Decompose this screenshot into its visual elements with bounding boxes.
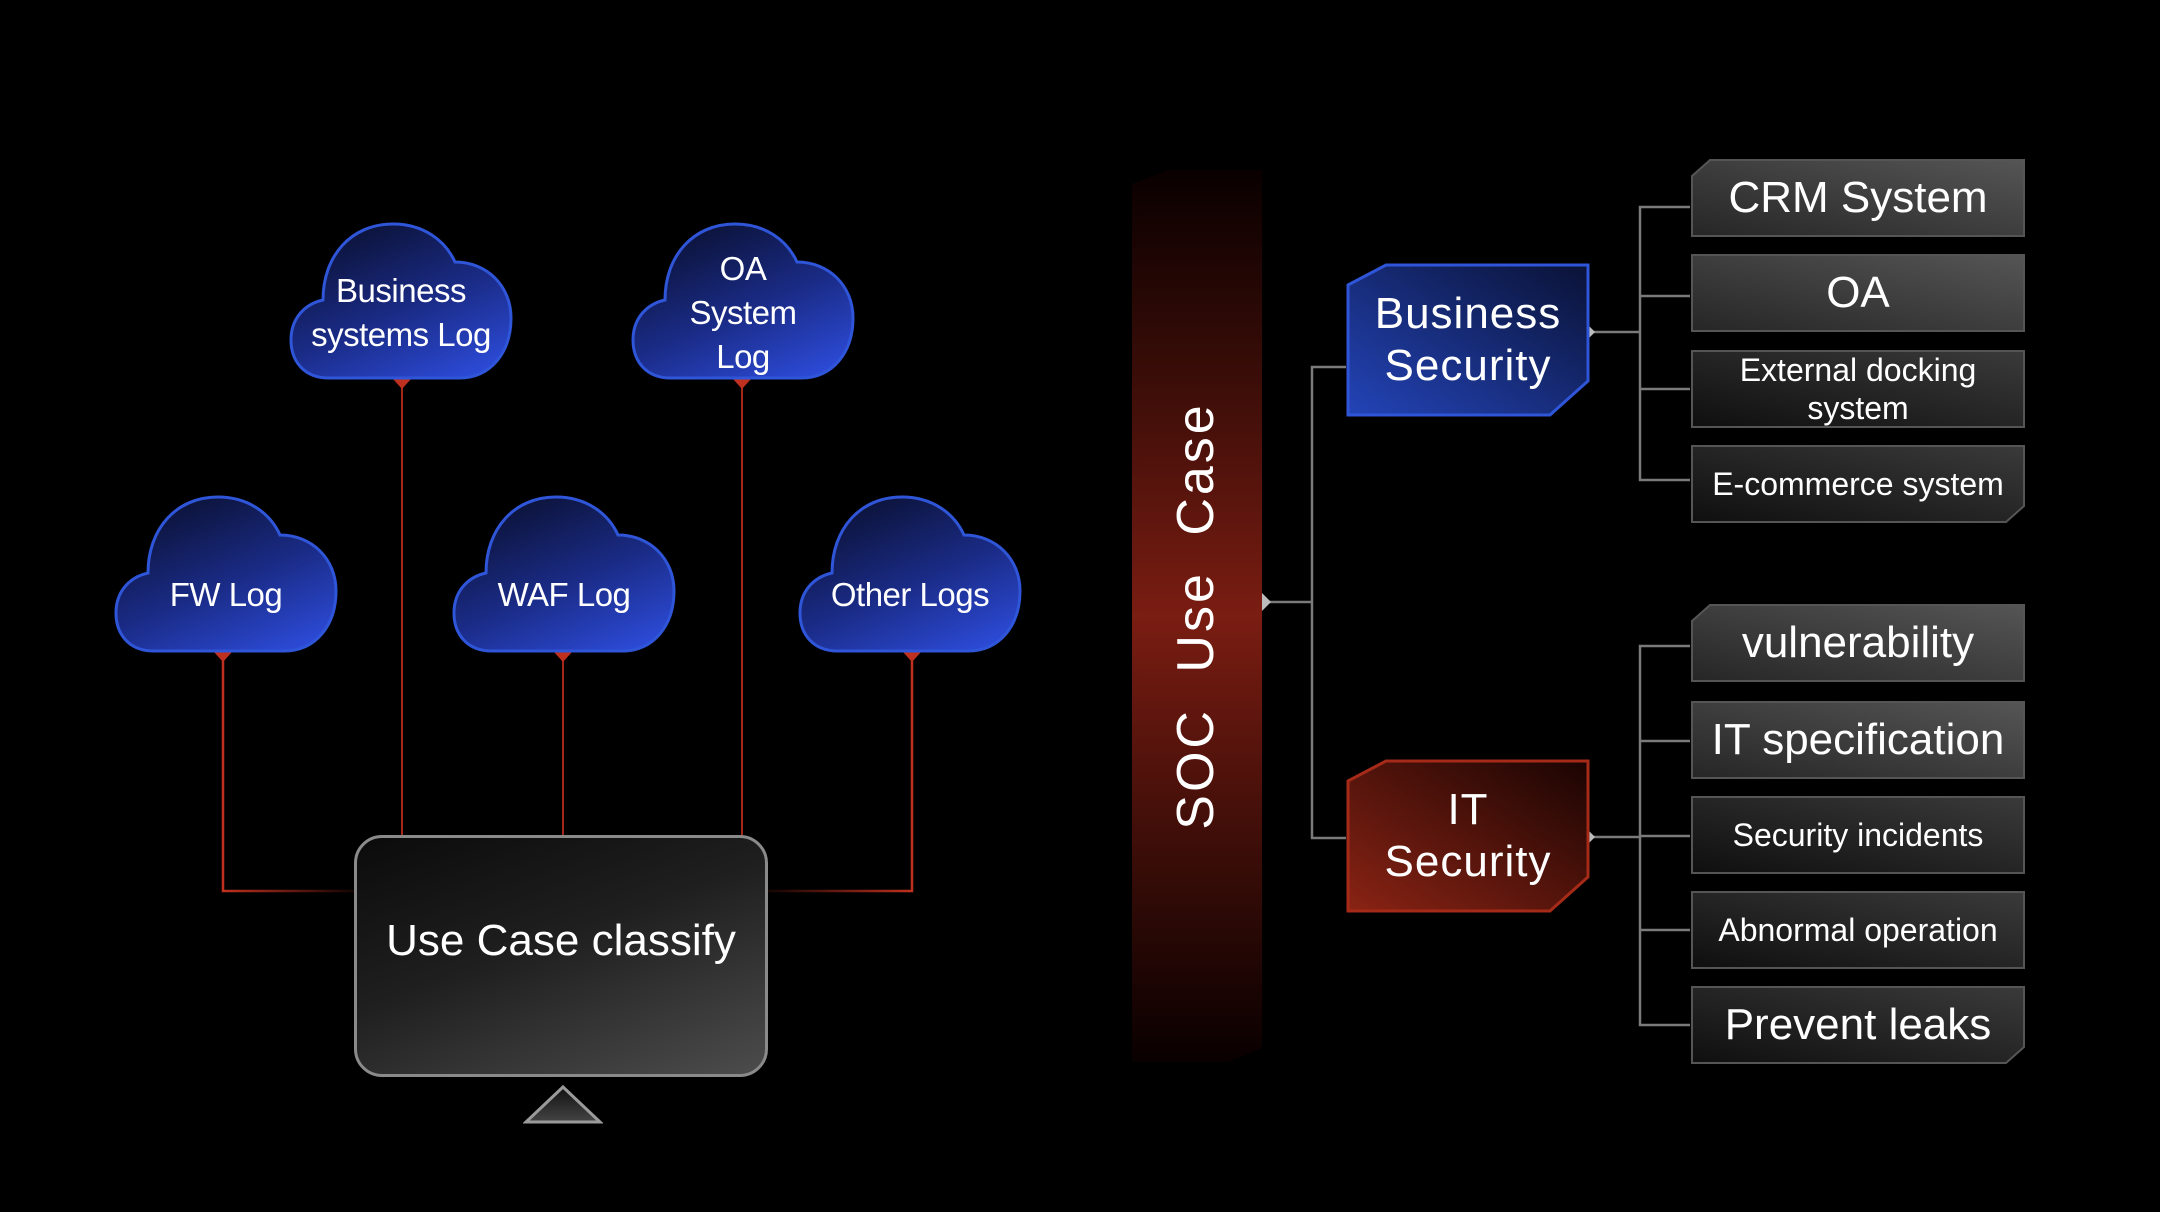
cloud-label: OA System Log [689,250,797,375]
leaf-shape [1691,604,2025,682]
cloud-waf-log: WAF Log [452,495,676,655]
triangle-pointer-icon [523,1084,603,1124]
leaf-shape [1691,891,2025,969]
category-shape [1346,759,1590,913]
cloud-icon [452,495,676,653]
category-shape [1346,263,1590,417]
soc-column-shape [1130,170,1262,1062]
cloud-fw-log: FW Log [114,495,338,655]
leaf-shape [1691,796,2025,874]
leaf-crm-system: CRM System [1690,158,2026,238]
soc-use-case-label: SOC Use Case [1167,402,1225,830]
cloud-label: Other Logs [830,576,990,613]
leaf-label: IT specification [1711,715,2005,764]
category-it-security: IT Security [1346,759,1590,913]
soc-use-case-column: SOC Use Case [1128,168,1264,1064]
leaf-shape [1691,445,2025,523]
cloud-label: FW Log [169,576,283,613]
leaf-label: Prevent leaks [1724,1000,1992,1049]
category-label: IT Security [1384,785,1552,886]
leaf-label: Security incidents [1732,817,1984,853]
leaf-shape [1691,254,2025,332]
category-label: Business Security [1374,289,1562,390]
category-business-security: Business Security [1346,263,1590,417]
leaf-shape [1691,986,2025,1064]
leaf-abnormal-operation: Abnormal operation [1690,890,2026,970]
leaf-e-commerce-system: E-commerce system [1690,444,2026,524]
classify-label: Use Case classify [386,916,736,965]
leaf-label: Abnormal operation [1718,912,1998,948]
leaf-shape [1691,350,2025,428]
cloud-business-systems-log: Business systems Log [289,222,513,382]
cloud-label: WAF Log [497,576,631,613]
cloud-icon [289,222,513,380]
cloud-icon [798,495,1022,653]
cloud-oa-system-log: OA System Log [631,222,855,382]
leaf-shape [1691,701,2025,779]
use-case-classify-box: Use Case classify [354,835,768,1077]
leaf-shape [1691,159,2025,237]
leaf-oa: OA [1690,253,2026,333]
leaf-label: E-commerce system [1712,466,2004,502]
connector-other-logs [768,652,914,893]
leaf-security-incidents: Security incidents [1690,795,2026,875]
leaf-vulnerability: vulnerability [1690,603,2026,683]
leaf-prevent-leaks: Prevent leaks [1690,985,2026,1065]
connector-fw-log [221,652,354,893]
cloud-icon [114,495,338,653]
cloud-icon [631,222,855,380]
leaf-label: CRM System [1728,173,1988,222]
cloud-label: Business systems Log [311,272,491,353]
leaf-label: OA [1826,268,1890,317]
leaf-label: vulnerability [1741,618,1975,667]
leaf-it-specification: IT specification [1690,700,2026,780]
leaf-external-docking-system: External docking system [1690,349,2026,429]
cloud-other-logs: Other Logs [798,495,1022,655]
leaf-label: External docking system [1739,352,1977,426]
